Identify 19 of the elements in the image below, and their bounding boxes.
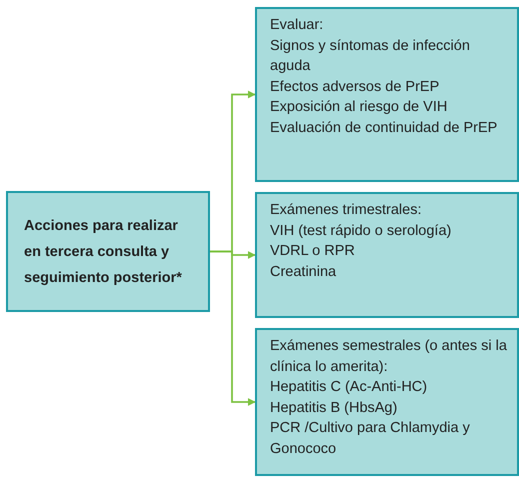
section-heading: Exámenes trimestrales: [270, 201, 422, 220]
list-item: PCR /Cultivo para Chlamydia y Gonococo [270, 419, 471, 458]
arrow [210, 250, 256, 406]
list-item: Creatinina [270, 262, 338, 282]
heading-text: Acciones para realizar en tercera consulta y seguimiento posterior* [24, 216, 183, 288]
list-item: Efectos adversos de PrEP [270, 78, 440, 96]
list-item: Signos y síntomas de infección aguda [270, 36, 471, 76]
section-heading: Evaluar: [270, 16, 324, 35]
list-item: VDRL o RPR [270, 242, 356, 261]
list-item: Evaluación de continuidad de PrEP [270, 118, 498, 138]
list-item: Hepatitis C (Ac-Anti-HC) [270, 378, 428, 397]
content-box [255, 328, 519, 476]
content-box [255, 7, 519, 182]
section-heading: Exámenes semestrales (o antes si la clínica lo amerita): [270, 337, 507, 376]
list-item: VIH (test rápido o serología) [270, 222, 452, 240]
list-item: Exposición al riesgo de VIH [270, 98, 448, 117]
title-box [6, 191, 210, 312]
list-item: Hepatitis B (HbsAg) [270, 398, 398, 418]
content-box [255, 192, 519, 318]
